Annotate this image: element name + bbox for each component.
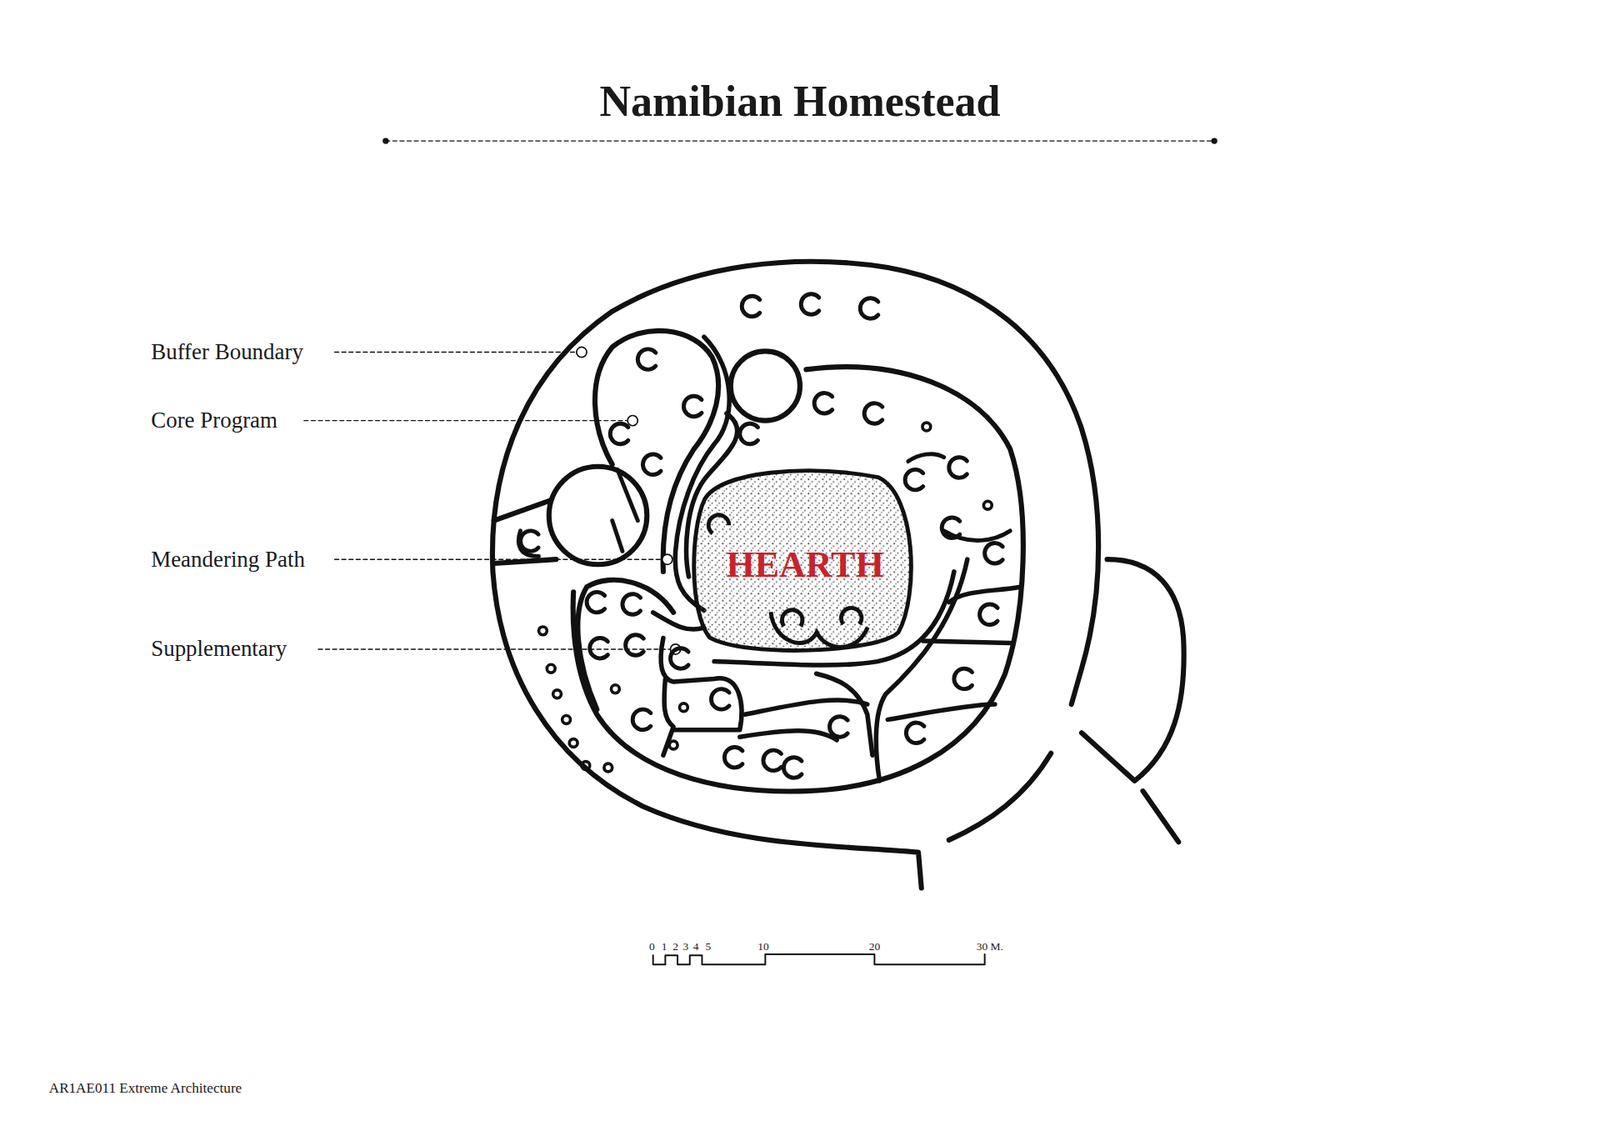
hut-symbol: [625, 635, 645, 655]
footer-note: AR1AE011 Extreme Architecture: [49, 1080, 242, 1097]
inner-ring: [573, 366, 1024, 791]
hearth-area: HEARTH: [689, 460, 922, 661]
store-circle: [730, 350, 800, 420]
hut-symbol: [949, 457, 968, 478]
hut-symbol: [800, 294, 820, 315]
post-dot: [569, 739, 578, 748]
hut-symbol: [763, 750, 782, 770]
post-dot: [539, 626, 548, 635]
post-dot: [680, 703, 689, 712]
hut-symbol: [590, 637, 609, 658]
hut-symbol: [741, 295, 760, 316]
scale-number: 1: [661, 940, 668, 954]
scale-number: 5: [705, 940, 711, 954]
post-dot: [562, 715, 571, 725]
hut-symbol: [941, 517, 960, 538]
scale-number: 2: [672, 940, 679, 954]
hut-symbol: [954, 668, 973, 689]
annex-enclosure: [1081, 559, 1185, 781]
hut-symbol: [710, 689, 730, 710]
hut-symbol: [814, 393, 833, 414]
hut-symbol: [642, 454, 661, 475]
hut-symbol: [905, 469, 924, 490]
callout-label: Core Program: [150, 408, 278, 434]
hut-symbol: [864, 403, 883, 424]
hut-symbol: [830, 716, 849, 737]
hut-symbol: [783, 757, 802, 778]
scale-number: 4: [693, 940, 700, 954]
scale-number: 20: [869, 940, 880, 954]
callout-label: Supplementary: [150, 636, 287, 662]
scale-number: 0: [649, 940, 655, 954]
hut-symbol: [632, 709, 651, 730]
hut-symbol: [860, 298, 879, 319]
diagram-title: Namibian Homestead: [600, 77, 1001, 125]
hut-symbol: [520, 530, 539, 551]
post-dot: [553, 690, 562, 699]
callout-label: Buffer Boundary: [150, 340, 304, 365]
scale-bar: [653, 954, 985, 965]
hut-symbol: [724, 746, 743, 767]
hut-symbol: [637, 349, 656, 370]
hut-symbol: [586, 591, 605, 612]
hut-symbol: [740, 423, 759, 444]
post-dot: [669, 740, 678, 750]
post-dot: [604, 763, 613, 772]
scale-number: 3: [682, 940, 689, 954]
scale-number: 10: [757, 940, 769, 954]
post-dot: [983, 500, 992, 510]
leader-lines: [304, 352, 670, 650]
callout-label: Meandering Path: [150, 547, 305, 573]
title-rule: [385, 140, 1215, 141]
buffer-boundary: [492, 261, 1099, 889]
hut-symbol: [670, 648, 689, 669]
hut-symbol: [610, 423, 629, 444]
granary-circle: [549, 466, 648, 565]
hearth-label: HEARTH: [726, 543, 885, 586]
hut-symbol: [905, 722, 925, 743]
hut-symbol: [683, 395, 702, 416]
hut-symbol: [980, 604, 999, 625]
post-dot: [546, 664, 555, 673]
post-dot: [581, 761, 590, 770]
hut-symbol: [985, 543, 1004, 564]
post-dot: [922, 422, 931, 431]
hut-symbol: [622, 594, 641, 615]
scale-number: 30 M.: [976, 940, 1004, 954]
post-dot: [610, 685, 620, 694]
supplementary-enclosure: [577, 580, 674, 710]
